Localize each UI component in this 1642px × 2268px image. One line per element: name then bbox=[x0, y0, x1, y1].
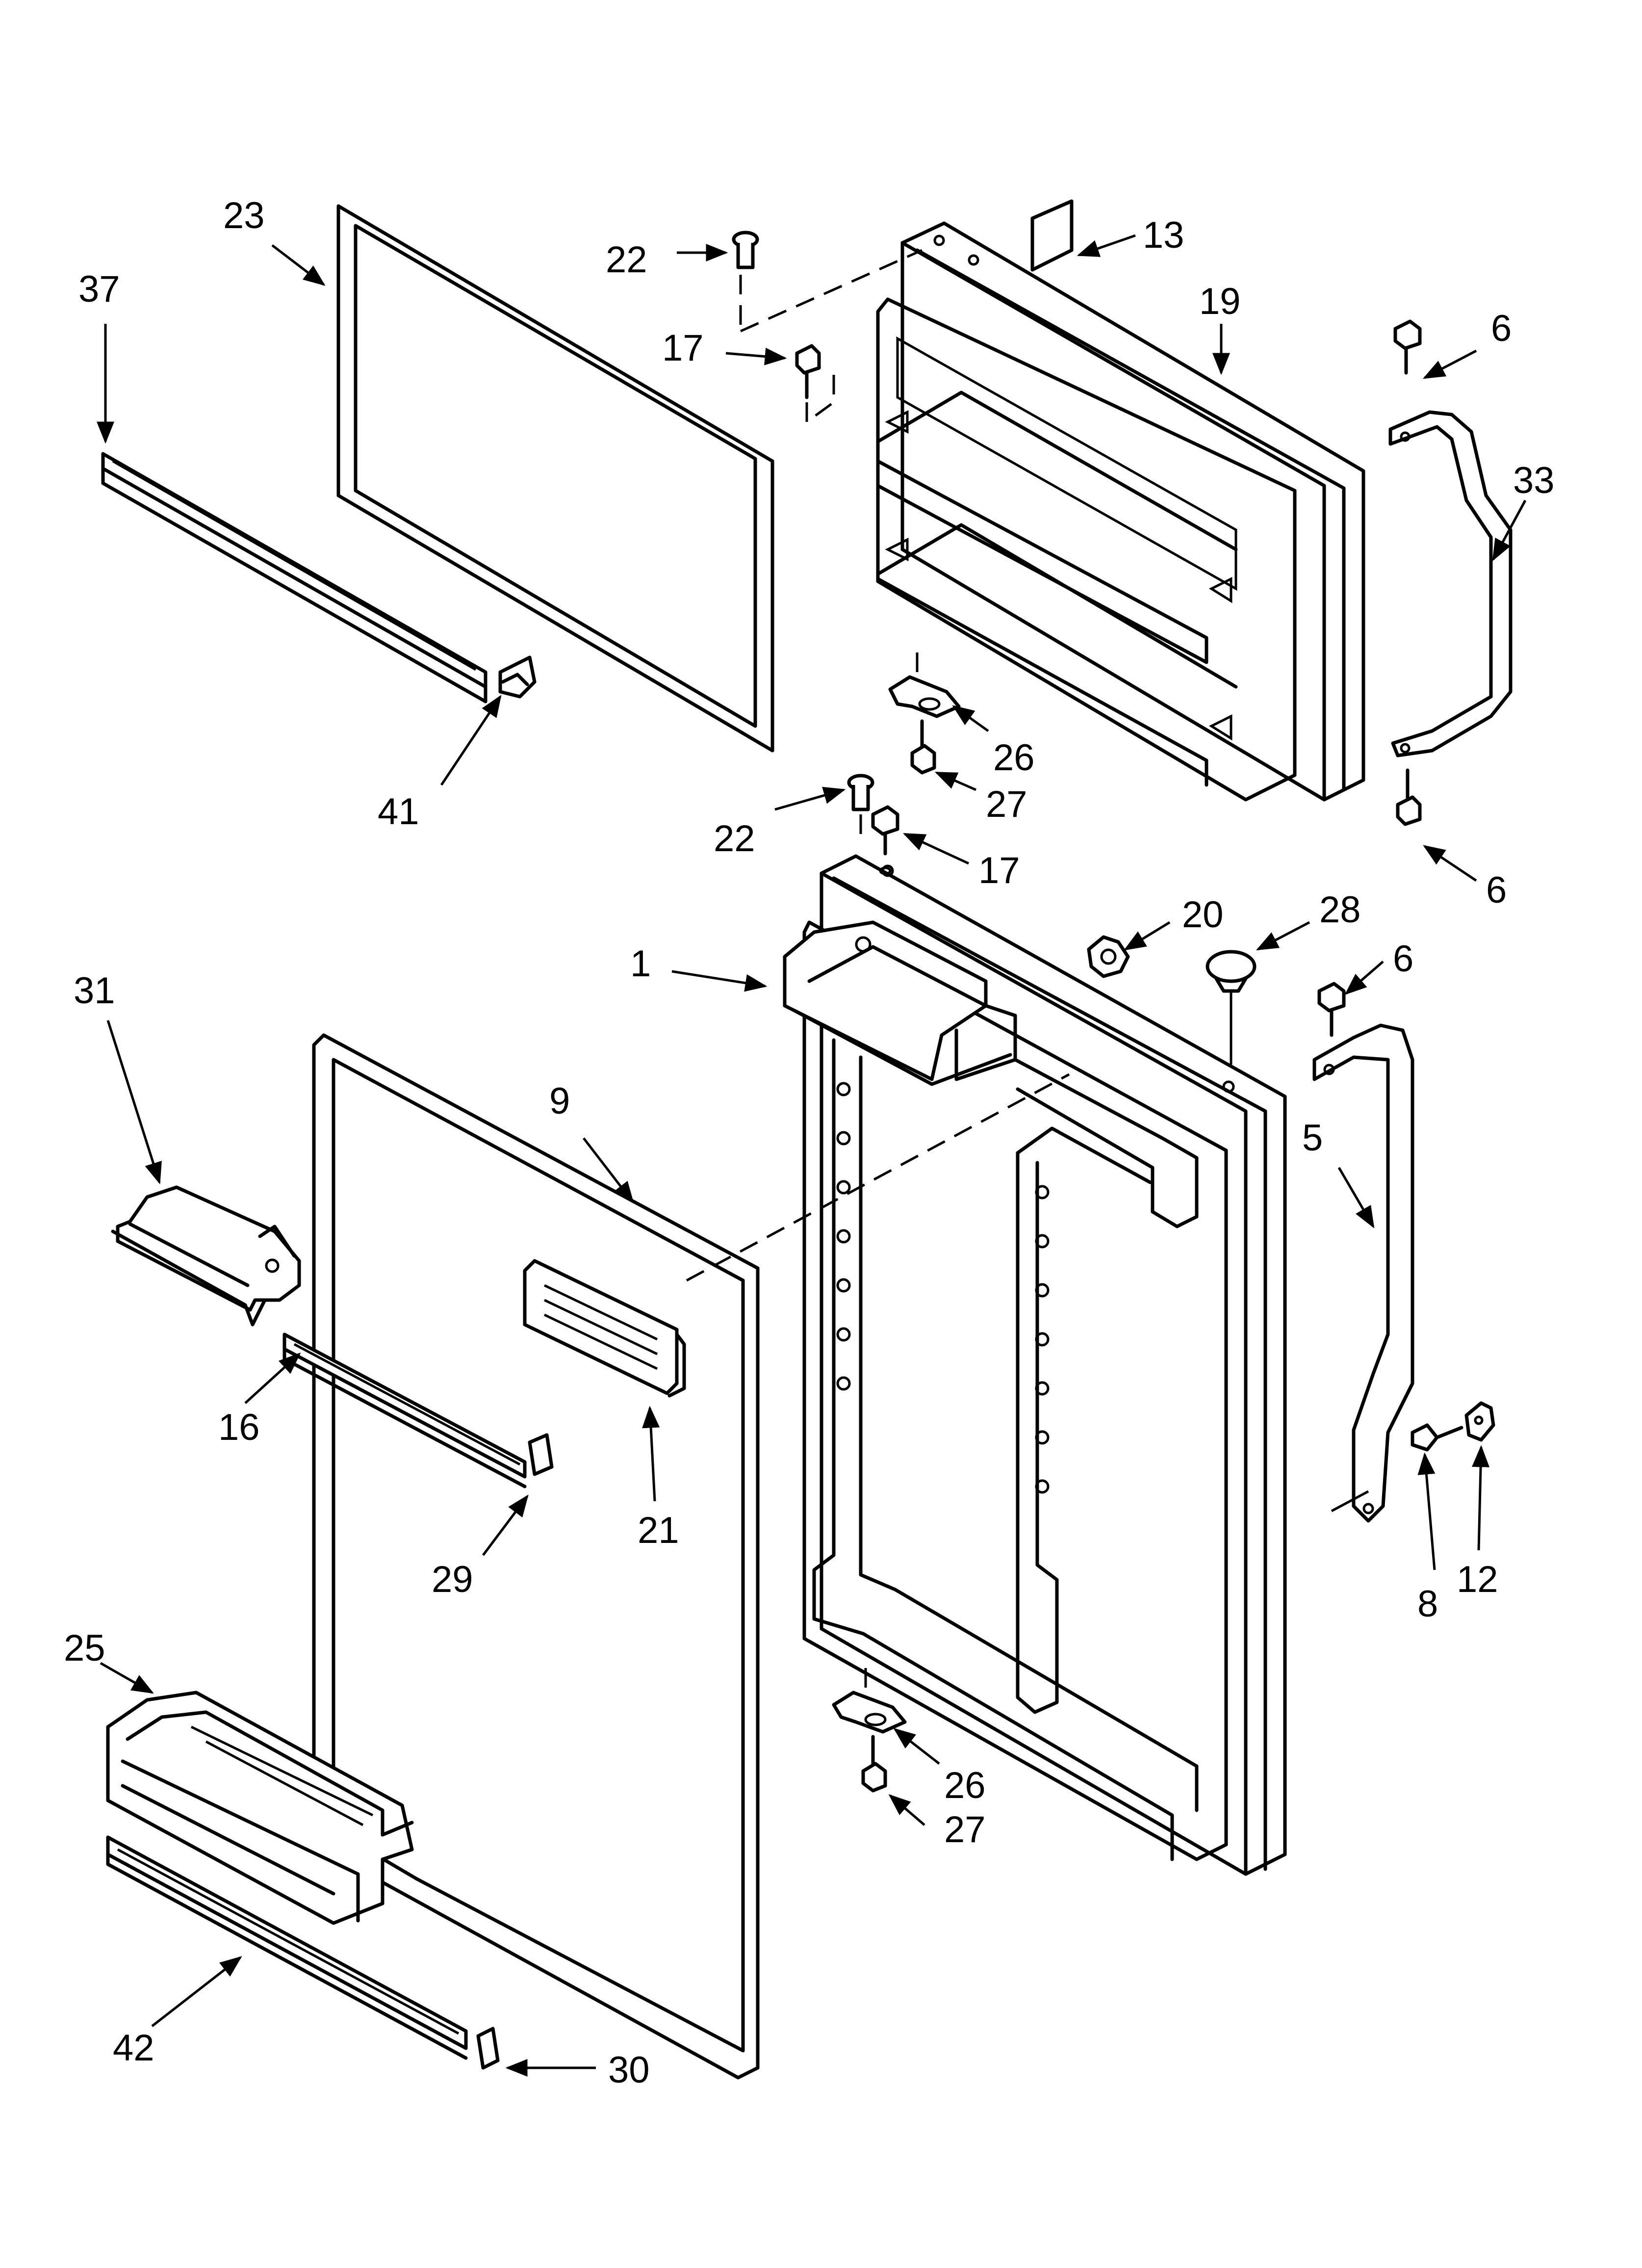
freezer-handle-part-33 bbox=[1388, 410, 1513, 757]
callout-20: 20 bbox=[1182, 894, 1224, 936]
callout-21: 21 bbox=[638, 1510, 679, 1551]
callout-9: 9 bbox=[549, 1080, 570, 1122]
screw-part-27-upper bbox=[910, 719, 936, 775]
screw-part-6-door bbox=[1317, 982, 1346, 1037]
cap-part-12 bbox=[1464, 1401, 1495, 1442]
callout-17-upper: 17 bbox=[662, 327, 704, 369]
callout-31: 31 bbox=[74, 970, 115, 1012]
clip-part-29 bbox=[528, 1433, 554, 1476]
hinge-pin-plug-part-22-lower bbox=[847, 774, 874, 844]
screw-part-6-lower bbox=[1396, 768, 1422, 826]
callout-6-door: 6 bbox=[1393, 938, 1413, 980]
callout-23: 23 bbox=[223, 195, 265, 236]
screw-part-6-upper bbox=[1393, 319, 1422, 375]
screw-part-8 bbox=[1411, 1423, 1463, 1452]
callout-1: 1 bbox=[630, 943, 651, 985]
callout-19: 19 bbox=[1199, 281, 1241, 322]
clip-part-41 bbox=[498, 655, 537, 699]
callout-6-lower: 6 bbox=[1486, 869, 1507, 911]
door-rail-part-42 bbox=[106, 1835, 468, 2060]
callout-29: 29 bbox=[432, 1559, 473, 1600]
screw-part-17-lower bbox=[871, 805, 899, 875]
hinge-bracket-part-26-lower bbox=[832, 1668, 907, 1734]
callout-37: 37 bbox=[78, 268, 120, 310]
callout-22-upper: 22 bbox=[606, 239, 647, 281]
clip-part-30 bbox=[476, 2027, 500, 2070]
hinge-pin-plug-part-22-upper bbox=[732, 231, 759, 269]
callout-25: 25 bbox=[64, 1627, 105, 1669]
callout-26-upper: 26 bbox=[993, 737, 1035, 779]
callout-33: 33 bbox=[1513, 460, 1555, 501]
callout-8: 8 bbox=[1417, 1583, 1438, 1625]
callout-42: 42 bbox=[113, 2027, 154, 2069]
callout-labels: 23 37 41 22 17 13 19 6 33 26 27 22 17 6 … bbox=[64, 195, 1555, 2091]
callout-27-lower: 27 bbox=[944, 1809, 986, 1851]
screw-part-17-upper bbox=[795, 344, 821, 399]
butter-door-part-21 bbox=[523, 1259, 686, 1398]
cap-part-20 bbox=[1087, 935, 1130, 978]
door-bin-part-31 bbox=[111, 1185, 301, 1327]
door-bin-part-25 bbox=[106, 1691, 414, 1925]
callout-27-upper: 27 bbox=[986, 783, 1027, 825]
leader-lines bbox=[97, 234, 1527, 2077]
callout-6-upper: 6 bbox=[1491, 308, 1512, 349]
hinge-bracket-part-26-upper bbox=[888, 652, 961, 718]
refrigerator-handle-part-5 bbox=[1312, 1023, 1414, 1523]
callout-41: 41 bbox=[378, 791, 419, 833]
refrigerator-gasket-part-9 bbox=[312, 1033, 760, 2080]
door-rail-part-16 bbox=[282, 1332, 527, 1488]
freezer-gasket-part-23 bbox=[336, 204, 774, 753]
freezer-door-rail-part-37 bbox=[101, 452, 487, 704]
callout-17-lower: 17 bbox=[978, 850, 1020, 891]
plug-part-28 bbox=[1206, 950, 1257, 1065]
callout-13: 13 bbox=[1143, 214, 1184, 256]
callout-26-lower: 26 bbox=[944, 1765, 986, 1806]
callout-22-lower: 22 bbox=[714, 818, 755, 860]
callout-12: 12 bbox=[1457, 1559, 1498, 1600]
label-part-13 bbox=[1030, 199, 1074, 272]
callout-16: 16 bbox=[218, 1407, 260, 1448]
freezer-door-part-19 bbox=[876, 221, 1365, 802]
callout-30: 30 bbox=[608, 2049, 650, 2091]
screw-part-27-lower bbox=[861, 1735, 887, 1793]
callout-28: 28 bbox=[1319, 889, 1361, 931]
refrigerator-door-part-1 bbox=[783, 854, 1287, 1876]
callout-5: 5 bbox=[1302, 1117, 1323, 1159]
